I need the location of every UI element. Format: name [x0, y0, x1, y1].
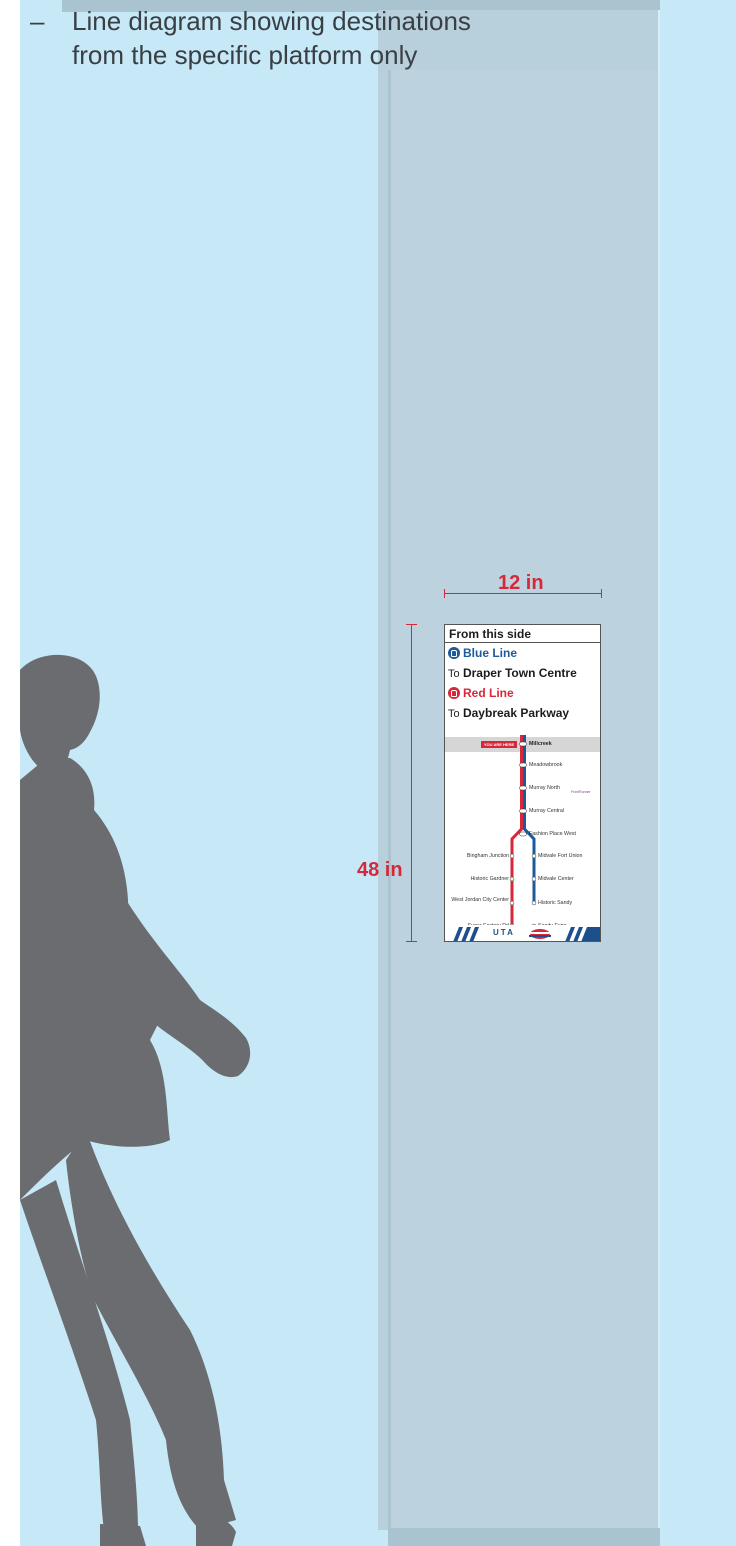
station-label-red: Historic Gardner — [470, 876, 509, 882]
station-dot-blue — [531, 900, 537, 906]
blue-line-title: Blue Line — [448, 646, 517, 660]
station-dot-trunk — [519, 762, 527, 768]
blue-line-destination: To Draper Town Centre — [448, 666, 577, 680]
width-dimension-label: 12 in — [498, 572, 544, 594]
pillar-right — [658, 10, 736, 1546]
trax-logo-icon — [529, 929, 551, 939]
station-label-trunk: Meadowbrook — [529, 762, 563, 768]
station-label-trunk: Murray Central — [529, 808, 565, 814]
station-label-trunk: Fashion Place West — [529, 831, 577, 837]
station-dot-blue — [531, 876, 537, 882]
caption-text: Line diagram showing destinations from t… — [72, 6, 471, 70]
tram-icon — [448, 647, 460, 659]
ceiling-shadow — [62, 0, 660, 12]
pillar-base — [388, 1528, 660, 1546]
station-dot-red — [509, 876, 515, 882]
station-label-blue: Midvale Fort Union — [538, 853, 583, 859]
height-dimension-tick-top — [406, 624, 417, 625]
blue-route-line — [523, 735, 536, 904]
red-route-line — [510, 735, 523, 941]
height-dimension-label: 48 in — [357, 859, 403, 881]
left-wall-edge — [0, 0, 20, 1546]
station-dot-trunk — [519, 808, 527, 814]
station-label-red: Bingham Junction — [466, 853, 509, 859]
height-dimension-tick-bottom — [406, 941, 417, 942]
route-map — [509, 735, 537, 941]
station-label-blue: Historic Sandy — [538, 900, 573, 906]
red-line-destination: To Daybreak Parkway — [448, 706, 569, 720]
width-dimension-line — [444, 593, 602, 594]
station-dot-red — [509, 900, 515, 906]
station-dot-blue — [531, 853, 537, 859]
height-dimension-line — [411, 624, 412, 942]
red-line-destination-name: Daybreak Parkway — [462, 706, 570, 720]
header-divider — [445, 642, 600, 643]
you-are-here-badge: YOU ARE HERE — [481, 741, 517, 748]
person-silhouette — [20, 654, 251, 1546]
station-dot-current — [519, 741, 527, 747]
to-word: To — [448, 668, 460, 680]
sign-header: From this side Blue Line To Draper Town … — [445, 625, 600, 721]
station-label-trunk: Murray North — [529, 785, 560, 791]
to-word: To — [448, 708, 460, 720]
tram-icon — [448, 687, 460, 699]
caption: – Line diagram showing destinations from… — [30, 4, 510, 72]
station-dot-trunk — [519, 785, 527, 791]
from-this-side-label: From this side — [449, 627, 532, 641]
blue-line-destination-name: Draper Town Centre — [462, 666, 577, 680]
frontrunner-badge: FrontRunner — [571, 790, 591, 794]
width-dimension-tick-left — [444, 589, 445, 598]
station-dot-trunk — [519, 831, 527, 837]
uta-brand-text: UTA — [493, 928, 515, 937]
station-label-red: West Jordan City Center — [451, 897, 509, 903]
station-dot-red — [509, 853, 515, 859]
blue-line-name: Blue Line — [463, 646, 518, 660]
caption-dash: – — [30, 6, 45, 36]
station-label-blue: Midvale Center — [538, 876, 574, 882]
red-line-title: Red Line — [448, 686, 514, 700]
sign-footer — [445, 925, 600, 941]
platform-sign: From this side Blue Line To Draper Town … — [444, 624, 601, 942]
station-label-current: Millcreek — [529, 741, 552, 747]
footer-stripes — [453, 927, 600, 941]
width-dimension-tick-right — [601, 589, 602, 598]
red-line-name: Red Line — [463, 686, 514, 700]
